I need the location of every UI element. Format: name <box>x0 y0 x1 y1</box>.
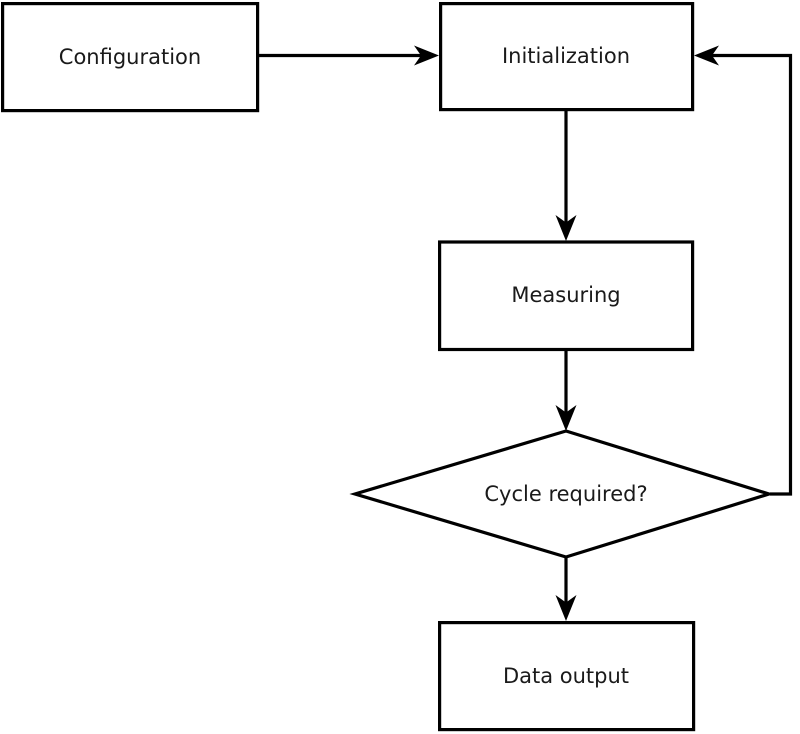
edge-initialization-measuring <box>555 111 577 241</box>
edge-measuring-cycle <box>555 351 577 431</box>
node-configuration-box[interactable] <box>0 1 260 113</box>
node-data-output-box[interactable] <box>438 620 696 732</box>
arrow-head-into-data-output-top <box>555 595 577 621</box>
node-cycle-required[interactable]: Cycle required? <box>349 429 775 559</box>
arrow-head-into-initialization-left <box>414 45 439 66</box>
arrow-head-into-cycle-top <box>555 405 577 431</box>
node-cycle-required-diamond[interactable] <box>349 429 775 559</box>
node-cycle-required-label: Cycle required? <box>484 482 647 506</box>
edge-configuration-initialization <box>259 45 439 66</box>
node-initialization-box[interactable] <box>439 1 695 112</box>
node-initialization[interactable]: Initialization <box>439 1 695 112</box>
arrow-head-into-measuring-top <box>555 215 577 241</box>
node-data-output[interactable]: Data output <box>438 620 696 732</box>
node-initialization-label: Initialization <box>502 44 630 68</box>
node-measuring[interactable]: Measuring <box>438 240 695 352</box>
edge-cycle-data-output <box>555 558 577 621</box>
node-configuration[interactable]: Configuration <box>0 1 260 113</box>
node-configuration-label: Configuration <box>59 45 201 69</box>
edge-line-cycle-initialization-loop <box>709 53 793 496</box>
node-measuring-label: Measuring <box>511 283 620 307</box>
edge-cycle-initialization <box>694 45 793 496</box>
node-measuring-box[interactable] <box>438 240 695 352</box>
arrow-head-into-initialization-right <box>694 45 719 66</box>
node-data-output-label: Data output <box>503 664 629 688</box>
